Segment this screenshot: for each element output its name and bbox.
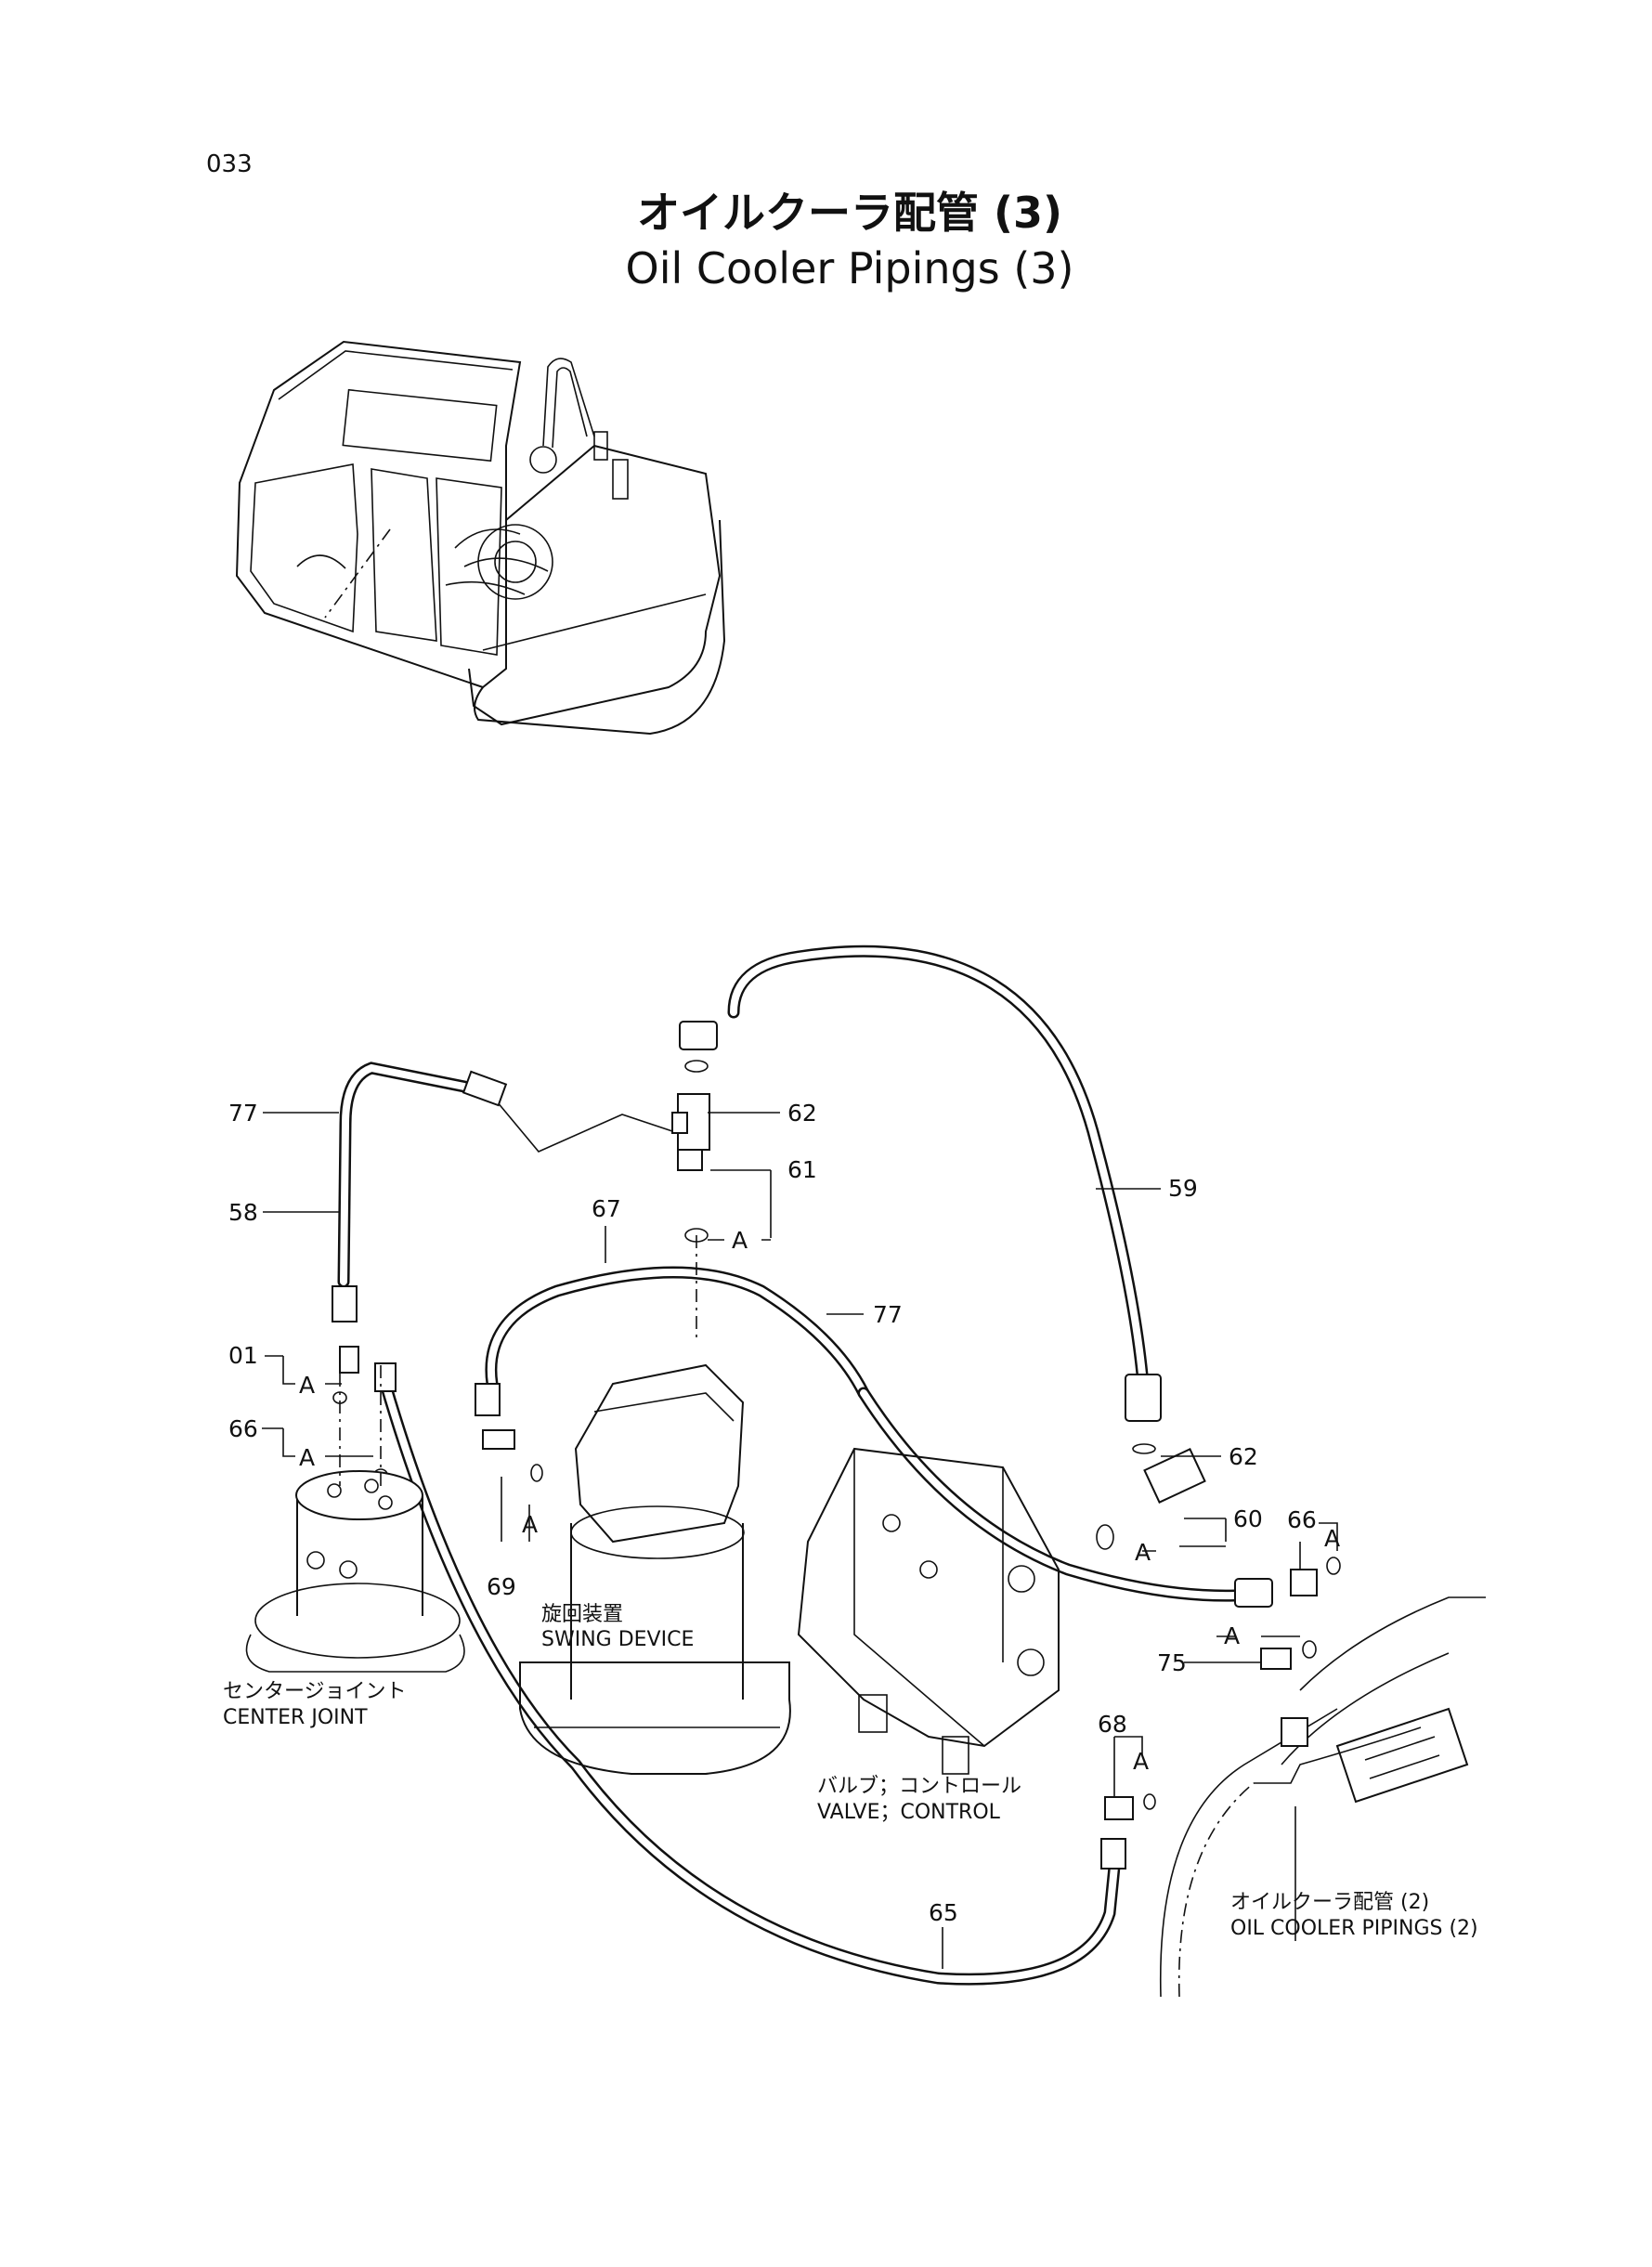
title-english: Oil Cooler Pipings (3) xyxy=(626,243,1074,293)
oil-cooler-ref-label-en: OIL COOLER PIPINGS (2) xyxy=(1230,1917,1478,1940)
part-62-upper: 62 xyxy=(787,1100,817,1127)
a-marker: A xyxy=(1135,1539,1151,1566)
oil-cooler-frame-drawing xyxy=(1159,1596,1486,1998)
fittings xyxy=(332,1021,1341,1870)
part-75: 75 xyxy=(1157,1649,1187,1676)
swing-device-label-en: SWING DEVICE xyxy=(541,1628,694,1651)
leader-lines xyxy=(262,1112,1338,1969)
valve-label-jp: バルブ；コントロール xyxy=(817,1775,1021,1798)
swing-device-label-jp: 旋回装置 xyxy=(541,1603,623,1626)
part-59: 59 xyxy=(1168,1175,1198,1202)
part-62-lower: 62 xyxy=(1229,1443,1258,1470)
part-69: 69 xyxy=(487,1573,516,1600)
part-65: 65 xyxy=(929,1899,958,1926)
control-valve-drawing xyxy=(797,1447,1060,1775)
valve-label-en: VALVE；CONTROL xyxy=(817,1801,1001,1824)
part-01: 01 xyxy=(228,1342,258,1369)
oil-cooler-ref-label-jp: オイルクーラ配管 (2) xyxy=(1230,1891,1429,1914)
part-58: 58 xyxy=(228,1199,258,1226)
a-marker: A xyxy=(1324,1525,1340,1552)
center-joint-drawing xyxy=(245,1347,465,1673)
part-66-right: 66 xyxy=(1287,1506,1317,1533)
a-markers: A A A A A A A A xyxy=(299,1227,1340,1775)
center-joint-label-en: CENTER JOINT xyxy=(223,1706,368,1729)
page-number: 033 xyxy=(206,150,253,178)
a-marker: A xyxy=(1224,1622,1240,1649)
part-callouts: 77 58 01 66 62 61 67 77 59 62 60 66 69 7… xyxy=(228,1100,1317,1926)
part-66-left: 66 xyxy=(228,1415,258,1442)
swing-device-drawing xyxy=(519,1235,791,1775)
excavator-overview-illustration xyxy=(235,340,726,736)
center-joint-label-jp: センタージョイント xyxy=(223,1680,407,1703)
part-77-upper: 77 xyxy=(228,1100,258,1127)
hoses xyxy=(337,945,1242,1986)
part-68: 68 xyxy=(1098,1711,1127,1738)
part-60: 60 xyxy=(1233,1505,1263,1532)
part-77-lower: 77 xyxy=(873,1301,903,1328)
title-japanese: オイルクーラ配管 (3) xyxy=(637,188,1062,238)
a-marker: A xyxy=(299,1372,315,1399)
component-labels: 旋回装置 SWING DEVICE センタージョイント CENTER JOINT… xyxy=(223,1603,1478,1940)
part-61: 61 xyxy=(787,1156,817,1183)
part-67: 67 xyxy=(592,1195,621,1222)
a-marker: A xyxy=(522,1511,538,1538)
a-marker: A xyxy=(299,1444,315,1471)
a-marker: A xyxy=(732,1227,748,1254)
a-marker: A xyxy=(1133,1748,1149,1775)
